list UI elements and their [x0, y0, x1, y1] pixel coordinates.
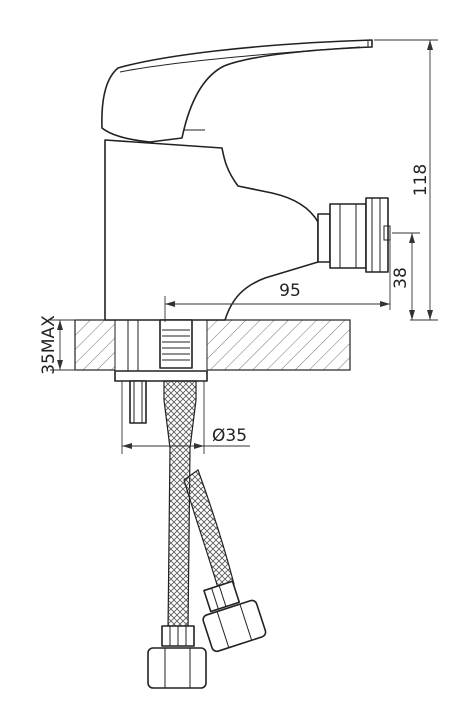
dimension-height: 118 — [374, 39, 438, 321]
dimension-hole-diameter: Ø35 — [121, 381, 250, 454]
fixing-plate — [114, 370, 208, 424]
dimension-deck-thickness-label: 35MAX — [39, 315, 59, 375]
dimension-height-label: 118 — [411, 164, 431, 196]
dimension-spout-height: 38 — [391, 232, 420, 320]
hose-angled — [183, 469, 235, 589]
dimension-spout-height-label: 38 — [391, 267, 411, 289]
dimension-reach: 95 — [164, 240, 391, 322]
hose-nut-angled — [202, 580, 267, 653]
spray-nozzle — [317, 197, 391, 273]
lever-handle — [101, 39, 373, 143]
hose-nut-bottom — [147, 625, 207, 689]
dimension-reach-label: 95 — [279, 281, 301, 301]
dimension-hole-diameter-label: Ø35 — [212, 426, 247, 446]
mounting-deck — [74, 319, 351, 371]
hose-straight — [163, 380, 197, 631]
dimension-deck-thickness: 35MAX — [39, 315, 78, 375]
threaded-shank — [127, 319, 193, 372]
